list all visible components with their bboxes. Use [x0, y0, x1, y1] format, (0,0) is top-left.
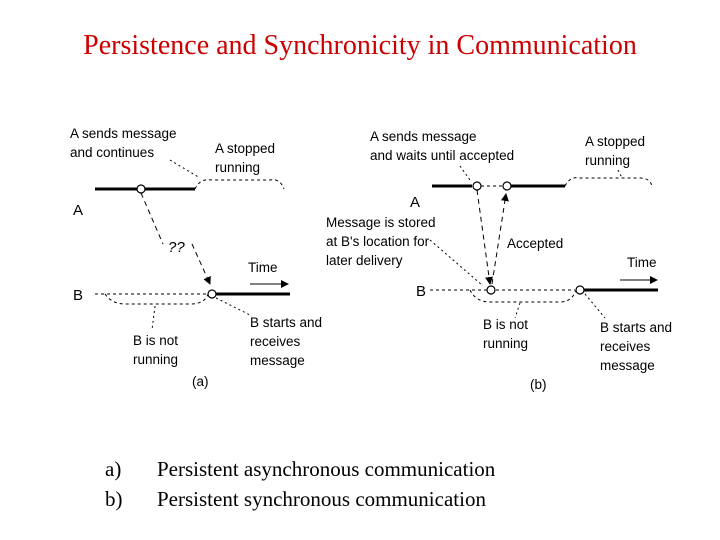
a-sends-pointer-b — [459, 165, 471, 181]
label-stored-3: later delivery — [326, 253, 403, 268]
label-a-sends-b-2: and waits until accepted — [370, 148, 514, 163]
label-b-not-running-b-2: running — [483, 336, 528, 351]
label-a-stopped-a-1: A stopped — [215, 141, 275, 156]
store-point-b — [486, 285, 496, 295]
label-b-starts-b-1: B starts and — [600, 320, 672, 335]
label-a-stopped-a-2: running — [215, 160, 260, 175]
label-b-starts-a-2: receives — [250, 334, 301, 349]
receive-point-b — [575, 285, 585, 295]
ack-path-b — [491, 193, 509, 285]
caption-b: (b) — [530, 377, 547, 392]
send-point-a — [136, 184, 146, 194]
receive-point-a — [207, 289, 217, 299]
a-stopped-brace-b — [564, 177, 653, 187]
label-b-starts-b-3: message — [600, 358, 655, 373]
a-stopped-pointer — [169, 159, 201, 179]
label-b-starts-b-2: receives — [600, 339, 651, 354]
message-path-b — [476, 189, 494, 285]
caption-a: (a) — [192, 374, 209, 389]
message-path-a-2 — [191, 243, 211, 285]
process-a-label-b: A — [410, 194, 420, 211]
b-not-running-pointer-a — [151, 305, 156, 331]
label-stored-2: at B's location for — [326, 234, 430, 249]
process-b-label-b: B — [416, 283, 426, 300]
label-b-starts-a-1: B starts and — [250, 315, 322, 330]
a-stopped-brace — [194, 179, 285, 190]
label-accepted: Accepted — [507, 236, 563, 251]
label-b-starts-a-3: message — [250, 353, 305, 368]
legend: a) Persistent asynchronous communication… — [105, 454, 495, 514]
legend-text-b: Persistent synchronous communication — [157, 486, 486, 511]
time-label-b: Time — [627, 255, 657, 270]
b-not-running-brace-a — [104, 293, 209, 305]
label-a-sends-b-1: A sends message — [370, 129, 477, 144]
b-starts-pointer-b — [584, 293, 606, 319]
a-stopped-pointer-b — [617, 169, 623, 179]
legend-item-b: b) Persistent synchronous communication — [105, 484, 495, 514]
accept-point-b — [502, 181, 512, 191]
b-not-running-pointer-b — [514, 302, 521, 319]
label-a-sends-a-2: and continues — [70, 145, 154, 160]
stored-pointer — [429, 239, 483, 286]
label-a-sends-a-1: A sends message — [70, 126, 177, 141]
unknown-symbol: ?? — [168, 239, 185, 256]
label-stored-1: Message is stored — [326, 215, 436, 230]
b-starts-pointer-a — [215, 297, 253, 317]
process-b-label-a: B — [73, 287, 83, 304]
label-a-stopped-b-2: running — [585, 153, 630, 168]
legend-item-a: a) Persistent asynchronous communication — [105, 454, 495, 484]
send-point-b — [472, 181, 482, 191]
message-path-a-1 — [140, 192, 164, 245]
diagram-b: A sends message and waits until accepted… — [326, 129, 672, 392]
label-b-not-running-b-1: B is not — [483, 317, 528, 332]
slide-title: Persistence and Synchronicity in Communi… — [83, 30, 637, 61]
label-b-not-running-a-2: running — [133, 352, 178, 367]
legend-text-a: Persistent asynchronous communication — [157, 456, 496, 481]
process-a-label-a: A — [73, 202, 83, 219]
label-a-stopped-b-1: A stopped — [585, 134, 645, 149]
time-label-a: Time — [248, 260, 278, 275]
label-b-not-running-a-1: B is not — [133, 333, 178, 348]
b-not-running-brace-b — [469, 289, 577, 303]
diagram-a: A sends message and continues A stopped … — [70, 126, 322, 389]
legend-mark-b: b) — [105, 486, 123, 511]
legend-mark-a: a) — [105, 456, 122, 481]
